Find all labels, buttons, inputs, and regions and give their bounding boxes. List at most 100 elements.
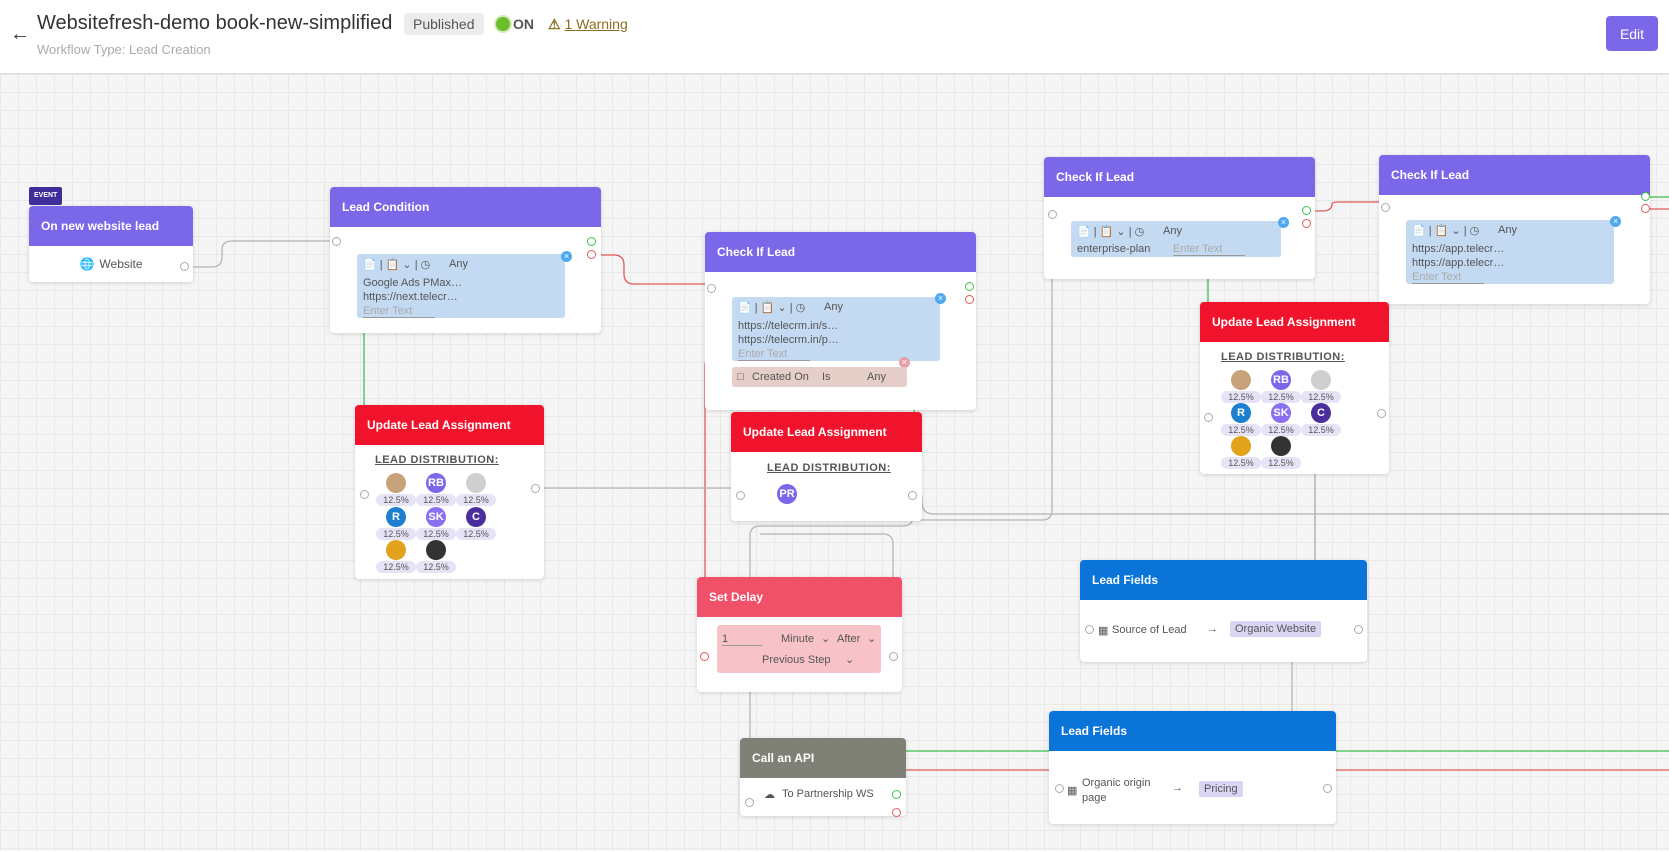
lead-condition-input-port[interactable]	[332, 237, 341, 246]
call-api-node[interactable]: Call an API ☁ To Partnership WS	[740, 738, 906, 817]
check-if-lead-yes-port-1[interactable]	[965, 282, 974, 291]
condition-group[interactable]: 📄 | 📋 ⌄ | ◷ Any enterprise-plan Enter Te…	[1071, 221, 1281, 257]
close-icon[interactable]: ×	[561, 251, 572, 262]
enter-text-input[interactable]: Enter Text	[738, 348, 810, 361]
match-any-select[interactable]: Any	[1498, 224, 1517, 236]
lead-fields-output-port-1[interactable]	[1354, 625, 1363, 634]
toggle-status-indicator[interactable]	[496, 17, 510, 31]
assignee-avatar[interactable]: 12.5%	[376, 473, 416, 506]
event-output-port[interactable]	[180, 262, 189, 271]
enter-text-input[interactable]: Enter Text	[363, 305, 435, 318]
update-lead-assignment-node-1[interactable]: Update Lead Assignment LEAD DISTRIBUTION…	[355, 405, 544, 579]
assignee-avatar[interactable]: 12.5%	[1221, 436, 1261, 469]
assignment-input-port-1[interactable]	[360, 490, 369, 499]
delay-relation-select[interactable]: After	[837, 633, 861, 645]
check-if-lead-no-port-2[interactable]	[1302, 219, 1311, 228]
lead-fields-output-port-2[interactable]	[1323, 784, 1332, 793]
condition-value: https://next.telecr…	[363, 291, 458, 303]
toolbar-icons[interactable]: 📄 | 📋 ⌄ | ◷	[1077, 226, 1145, 238]
arrow-left-icon[interactable]: ←	[10, 23, 30, 45]
value-select[interactable]: Any	[867, 371, 886, 383]
condition-group[interactable]: 📄 | 📋 ⌄ | ◷ Any Google Ads PMax… https:/…	[357, 254, 565, 318]
delay-amount-input[interactable]: 1	[722, 633, 762, 646]
close-icon[interactable]: ×	[935, 293, 946, 304]
check-if-lead-node-2[interactable]: Check If Lead 📄 | 📋 ⌄ | ◷ Any enterprise…	[1044, 157, 1315, 279]
update-lead-assignment-node-3[interactable]: Update Lead Assignment LEAD DISTRIBUTION…	[1200, 302, 1389, 474]
delay-settings[interactable]: 1 Minute ⌄ After ⌄ Previous Step ⌄	[717, 625, 881, 673]
warning-triangle-icon: ⚠	[548, 16, 561, 32]
close-icon[interactable]: ×	[1278, 217, 1289, 228]
lead-fields-node-2[interactable]: Lead Fields ▦ Organic origin page → Pric…	[1049, 711, 1336, 824]
set-delay-input-port[interactable]	[700, 652, 709, 661]
lead-fields-input-port-2[interactable]	[1055, 784, 1064, 793]
delay-reference-select[interactable]: Previous Step	[762, 654, 831, 666]
condition-group[interactable]: 📄 | 📋 ⌄ | ◷ Any https://telecrm.in/s… ht…	[732, 297, 940, 361]
check-if-lead-yes-port-2[interactable]	[1302, 206, 1311, 215]
assignee-avatar[interactable]: PR	[767, 484, 807, 504]
assignee-avatar[interactable]: 12.5%	[1261, 436, 1301, 469]
assignee-avatar[interactable]: 12.5%	[456, 473, 496, 506]
check-if-lead-node-1[interactable]: Check If Lead 📄 | 📋 ⌄ | ◷ Any https://te…	[705, 232, 976, 410]
chevron-down-icon: ⌄	[821, 633, 831, 645]
created-on-field[interactable]: Created On	[752, 371, 809, 383]
match-any-select[interactable]: Any	[824, 301, 843, 313]
check-if-lead-no-port-1[interactable]	[965, 295, 974, 304]
match-any-select[interactable]: Any	[449, 258, 468, 270]
check-if-lead-input-port-1[interactable]	[707, 284, 716, 293]
lead-condition-no-port[interactable]	[587, 250, 596, 259]
created-on-condition[interactable]: □ Created On Is Any	[732, 367, 907, 387]
assignee-avatar[interactable]: 12.5%	[416, 540, 456, 573]
match-any-select[interactable]: Any	[1163, 225, 1182, 237]
warning-link[interactable]: ⚠ 1 Warning	[548, 16, 628, 33]
workflow-canvas[interactable]: EVENT On new website lead 🌐 Website Lead…	[0, 74, 1669, 851]
assignment-input-port-2[interactable]	[736, 491, 745, 500]
call-api-failure-port[interactable]	[892, 808, 901, 817]
close-icon[interactable]: ×	[899, 357, 910, 368]
update-lead-assignment-node-2[interactable]: Update Lead Assignment LEAD DISTRIBUTION…	[731, 412, 922, 521]
assignee-avatar[interactable]: 12.5%	[1301, 370, 1341, 403]
toolbar-icons[interactable]: 📄 | 📋 ⌄ | ◷	[363, 259, 431, 271]
lead-fields-node-1[interactable]: Lead Fields ▦ Source of Lead → Organic W…	[1080, 560, 1367, 662]
assignment-output-port-2[interactable]	[908, 491, 917, 500]
set-delay-output-port[interactable]	[889, 652, 898, 661]
event-node[interactable]: On new website lead 🌐 Website	[29, 206, 193, 282]
lead-condition-yes-port[interactable]	[587, 237, 596, 246]
lead-condition-node[interactable]: Lead Condition 📄 | 📋 ⌄ | ◷ Any Google Ad…	[330, 187, 601, 333]
assignee-avatar[interactable]: 12.5%	[376, 540, 416, 573]
delay-unit-select[interactable]: Minute	[781, 633, 815, 645]
enter-text-input[interactable]: Enter Text	[1173, 243, 1245, 256]
lead-field-value[interactable]: Pricing	[1199, 781, 1243, 797]
lead-fields-input-port-1[interactable]	[1085, 625, 1094, 634]
check-if-lead-no-port-3[interactable]	[1641, 204, 1650, 213]
assignment-input-port-3[interactable]	[1204, 413, 1213, 422]
check-if-lead-node-3[interactable]: Check If Lead 📄 | 📋 ⌄ | ◷ Any https://ap…	[1379, 155, 1650, 304]
operator-select[interactable]: Is	[822, 371, 831, 383]
lead-field-value[interactable]: Organic Website	[1230, 621, 1322, 637]
toolbar-icons[interactable]: 📄 | 📋 ⌄ | ◷	[1412, 225, 1480, 237]
condition-group[interactable]: 📄 | 📋 ⌄ | ◷ Any https://app.telecr… http…	[1406, 220, 1614, 284]
assignee-avatar[interactable]: 12.5%	[1221, 370, 1261, 403]
set-delay-node[interactable]: Set Delay 1 Minute ⌄ After ⌄ Previous St…	[697, 577, 902, 692]
check-if-lead-input-port-3[interactable]	[1381, 203, 1390, 212]
close-icon[interactable]: ×	[1610, 216, 1621, 227]
avatar: RB	[426, 473, 446, 493]
toolbar-icons[interactable]: 📄 | 📋 ⌄ | ◷	[738, 302, 806, 314]
call-api-input-port[interactable]	[745, 798, 754, 807]
check-if-lead-input-port-2[interactable]	[1048, 210, 1057, 219]
check-if-lead-yes-port-3[interactable]	[1641, 192, 1650, 201]
lead-distribution-label: LEAD DISTRIBUTION:	[1221, 351, 1345, 363]
lead-condition-title: Lead Condition	[330, 187, 601, 227]
call-api-success-port[interactable]	[892, 790, 901, 799]
assignment-output-port-1[interactable]	[531, 484, 540, 493]
edit-button[interactable]: Edit	[1606, 16, 1658, 51]
enter-text-input[interactable]: Enter Text	[1412, 271, 1484, 284]
assignment-output-port-3[interactable]	[1377, 409, 1386, 418]
